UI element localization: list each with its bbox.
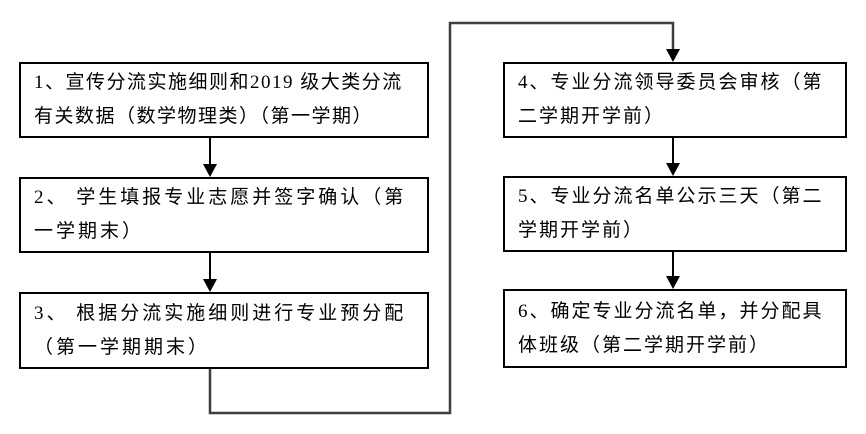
flow-step-2: 2、 学生填报专业志愿并签字确认（第一学期末）	[19, 177, 429, 253]
flow-step-1-label: 1、宣传分流实施细则和2019 级大类分流有关数据（数学物理类）（第一学期）	[34, 72, 403, 127]
arrow-step4-to-step5	[666, 138, 680, 176]
flow-step-3: 3、 根据分流实施细则进行专业预分配（第一学期期末）	[19, 292, 429, 369]
flow-step-1: 1、宣传分流实施细则和2019 级大类分流有关数据（数学物理类）（第一学期）	[19, 62, 429, 138]
flow-step-5-label: 5、专业分流名单公示三天（第二学期开学前）	[518, 186, 824, 241]
flow-step-2-label: 2、 学生填报专业志愿并签字确认（第一学期末）	[34, 187, 407, 242]
flow-step-5: 5、专业分流名单公示三天（第二学期开学前）	[503, 176, 847, 252]
flow-step-6: 6、确定专业分流名单，并分配具体班级（第二学期开学前）	[503, 289, 847, 368]
arrow-step1-to-step2	[203, 138, 217, 177]
arrow-step2-to-step3	[203, 253, 217, 292]
flow-step-3-label: 3、 根据分流实施细则进行专业预分配（第一学期期末）	[34, 302, 407, 358]
flow-step-4: 4、专业分流领导委员会审核（第二学期开学前）	[503, 62, 847, 138]
flow-step-4-label: 4、专业分流领导委员会审核（第二学期开学前）	[518, 72, 824, 127]
flow-step-6-label: 6、确定专业分流名单，并分配具体班级（第二学期开学前）	[518, 300, 824, 356]
arrow-step5-to-step6	[666, 252, 680, 289]
